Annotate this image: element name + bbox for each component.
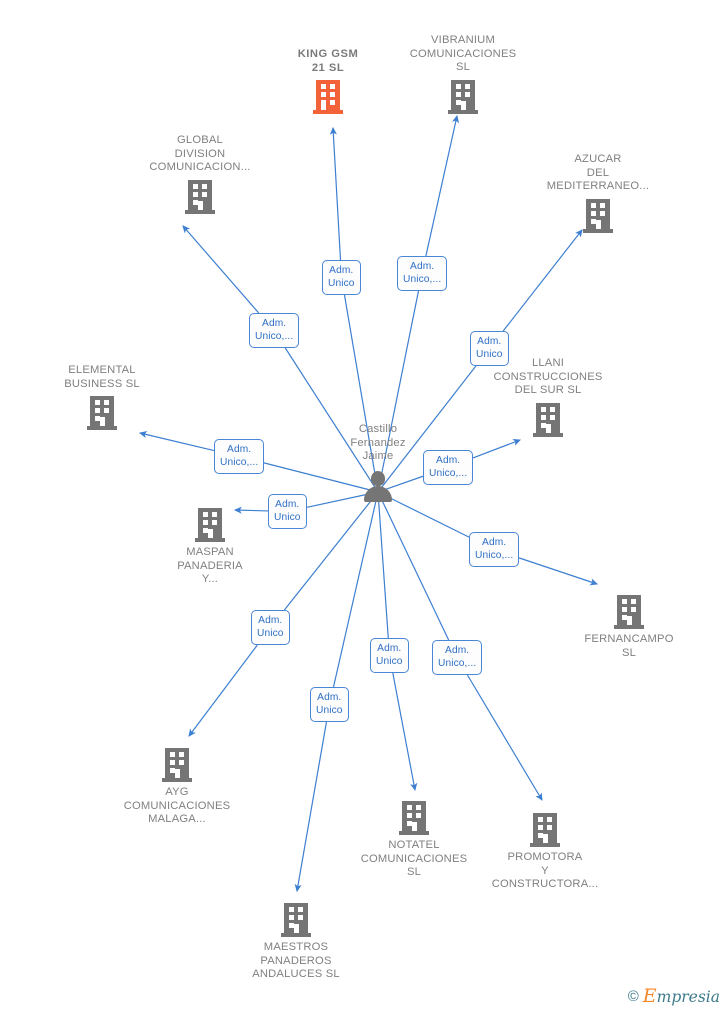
node-center-person[interactable]: Castillo Fernandez Jaime bbox=[293, 423, 463, 503]
edge-label-vibranium[interactable]: Adm. Unico,... bbox=[397, 256, 448, 291]
building-icon bbox=[399, 801, 429, 835]
node-ayg-comunicaciones[interactable]: AYG COMUNICACIONES MALAGA... bbox=[92, 748, 262, 827]
node-llani-construcciones[interactable]: LLANI CONSTRUCCIONES DEL SUR SL bbox=[463, 357, 633, 437]
building-icon bbox=[448, 79, 478, 114]
empresia-watermark: © Empresia bbox=[628, 985, 720, 1007]
node-elemental-business[interactable]: ELEMENTAL BUSINESS SL bbox=[17, 364, 187, 431]
edge-label-fernancampo[interactable]: Adm. Unico,... bbox=[469, 532, 520, 567]
copyright-icon: © bbox=[627, 987, 639, 1005]
node-label: KING GSM 21 SL bbox=[297, 48, 359, 74]
edge-label-maestros[interactable]: Adm. Unico bbox=[310, 687, 349, 722]
edge-label-ayg[interactable]: Adm. Unico bbox=[251, 610, 290, 645]
node-vibranium[interactable]: VIBRANIUM COMUNICACIONES SL bbox=[378, 34, 548, 114]
node-label: VIBRANIUM COMUNICACIONES SL bbox=[409, 34, 517, 74]
node-fernancampo[interactable]: FERNANCAMPO SL bbox=[544, 595, 714, 660]
center-person-label: Castillo Fernandez Jaime bbox=[350, 423, 406, 463]
node-king-gsm[interactable]: KING GSM 21 SL bbox=[243, 48, 413, 115]
building-icon bbox=[281, 903, 311, 937]
edge-label-azucar[interactable]: Adm. Unico bbox=[470, 331, 509, 366]
node-azucar[interactable]: AZUCAR DEL MEDITERRANEO... bbox=[513, 153, 683, 233]
building-icon bbox=[313, 80, 343, 115]
brand-initial: E bbox=[642, 985, 657, 1007]
node-label: AYG COMUNICACIONES MALAGA... bbox=[123, 786, 231, 826]
building-icon bbox=[583, 198, 613, 233]
edge-label-global-division[interactable]: Adm. Unico,... bbox=[249, 313, 300, 348]
edge-label-llani[interactable]: Adm. Unico,... bbox=[423, 450, 474, 485]
building-icon bbox=[185, 179, 215, 214]
building-icon bbox=[614, 595, 644, 629]
node-maestros-panaderos[interactable]: MAESTROS PANADEROS ANDALUCES SL bbox=[211, 903, 381, 982]
node-label: MASPAN PANADERIA Y... bbox=[177, 546, 243, 586]
node-global-division[interactable]: GLOBAL DIVISION COMUNICACION... bbox=[115, 134, 285, 214]
node-label: LLANI CONSTRUCCIONES DEL SUR SL bbox=[493, 357, 603, 397]
edge-label-king-gsm[interactable]: Adm. Unico bbox=[322, 260, 361, 295]
building-icon bbox=[87, 396, 117, 431]
building-icon bbox=[195, 508, 225, 542]
node-label: NOTATEL COMUNICACIONES SL bbox=[360, 839, 468, 879]
node-label: AZUCAR DEL MEDITERRANEO... bbox=[546, 153, 650, 193]
node-label: GLOBAL DIVISION COMUNICACION... bbox=[149, 134, 251, 174]
node-label: FERNANCAMPO SL bbox=[584, 633, 674, 659]
node-notatel[interactable]: NOTATEL COMUNICACIONES SL bbox=[329, 801, 499, 880]
person-icon bbox=[360, 469, 396, 503]
node-maspan-panaderia[interactable]: MASPAN PANADERIA Y... bbox=[125, 508, 295, 587]
edge-label-elemental[interactable]: Adm. Unico,... bbox=[214, 439, 265, 474]
node-promotora-constructora[interactable]: PROMOTORA Y CONSTRUCTORA... bbox=[460, 813, 630, 892]
building-icon bbox=[533, 402, 563, 437]
node-label: MAESTROS PANADEROS ANDALUCES SL bbox=[252, 941, 340, 981]
building-icon bbox=[162, 748, 192, 782]
edge-label-notatel[interactable]: Adm. Unico bbox=[370, 638, 409, 673]
node-label: ELEMENTAL BUSINESS SL bbox=[64, 364, 140, 390]
brand-rest: mpresia bbox=[656, 988, 720, 1006]
building-icon bbox=[530, 813, 560, 847]
edge-label-promotora[interactable]: Adm. Unico,... bbox=[432, 640, 483, 675]
brand-name: Empresia bbox=[643, 985, 720, 1007]
edge-label-maspan[interactable]: Adm. Unico bbox=[268, 494, 307, 529]
node-label: PROMOTORA Y CONSTRUCTORA... bbox=[491, 851, 599, 891]
